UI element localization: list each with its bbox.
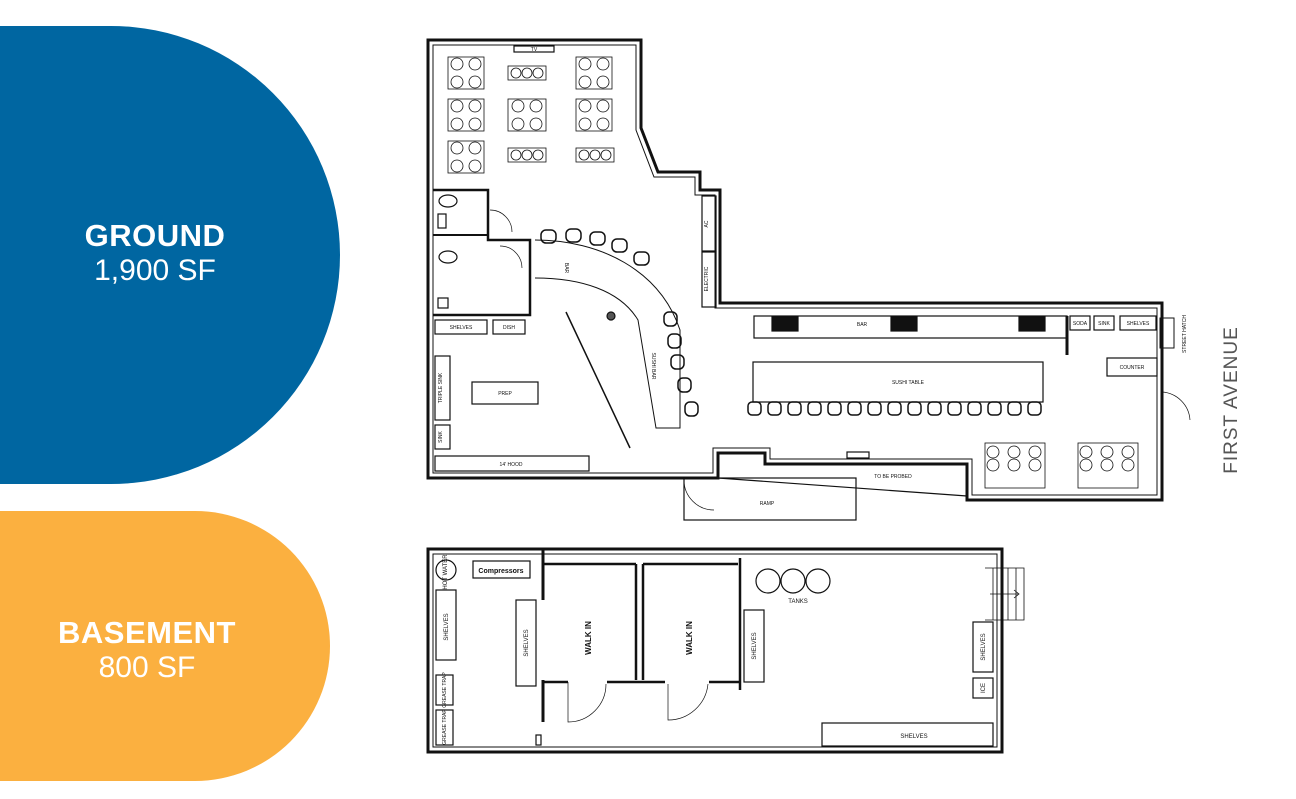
basement-floor-plan xyxy=(426,547,1025,754)
shelves-right-label: SHELVES xyxy=(1127,321,1150,327)
ground-title: GROUND xyxy=(84,218,226,253)
sushi-table-stools xyxy=(747,401,1042,416)
ground-area: 1,900 SF xyxy=(94,253,216,287)
street-hatch-label: STREET HATCH xyxy=(1182,315,1188,353)
sushi-bar-label: SUSHI BAR xyxy=(650,353,656,380)
shelves-label: SHELVES xyxy=(450,325,473,331)
basement-floor-badge xyxy=(0,511,330,781)
shelves-label-1: SHELVES xyxy=(444,613,450,640)
shelves-label-4: SHELVES xyxy=(981,633,987,660)
soda-label: SODA xyxy=(1073,321,1088,327)
prep-label: PREP xyxy=(498,391,512,397)
hood-label: 14' HOOD xyxy=(500,462,523,468)
grease-trap-label-1: GREASE TRAP xyxy=(442,672,448,708)
ground-floor-plan xyxy=(426,38,1191,521)
shelves-bottom-label: SHELVES xyxy=(900,734,927,740)
tv-label: TV xyxy=(531,47,538,53)
ac-label: AC xyxy=(704,220,710,227)
bar-left-label: BAR xyxy=(563,263,569,274)
shelves-label-3: SHELVES xyxy=(752,632,758,659)
bar-stools xyxy=(540,228,699,417)
grease-trap-label-2: GREASE TRAP xyxy=(442,709,448,745)
ramp-label: RAMP xyxy=(760,501,775,507)
shelves-label-2: SHELVES xyxy=(524,629,530,656)
electric-label: ELECTRIC xyxy=(704,266,710,291)
basement-area: 800 SF xyxy=(98,650,196,684)
dining-tables xyxy=(447,56,615,174)
ice-label: ICE xyxy=(981,683,987,693)
sink-right-label: SINK xyxy=(1098,321,1110,327)
to-be-probed-label: TO BE PROBED xyxy=(874,474,912,480)
dish-label: DISH xyxy=(503,325,515,331)
basement-title: BASEMENT xyxy=(58,615,236,650)
walk-in-label-1: WALK IN xyxy=(584,621,593,655)
basement-floor-label: BASEMENT 800 SF xyxy=(0,615,297,685)
compressors-label: Compressors xyxy=(478,568,523,575)
ground-floor-label: GROUND 1,900 SF xyxy=(5,218,305,288)
counter-label: COUNTER xyxy=(1120,365,1145,371)
sushi-table-label: SUSHI TABLE xyxy=(892,380,925,386)
tanks-label: TANKS xyxy=(788,599,808,605)
walk-in-label-2: WALK IN xyxy=(685,621,694,655)
bar-right-label: BAR xyxy=(857,322,868,328)
sink-label: SINK xyxy=(438,431,444,443)
triple-sink-label: TRIPLE SINK xyxy=(438,372,444,403)
hot-water-label: HOT WATER xyxy=(443,554,449,590)
